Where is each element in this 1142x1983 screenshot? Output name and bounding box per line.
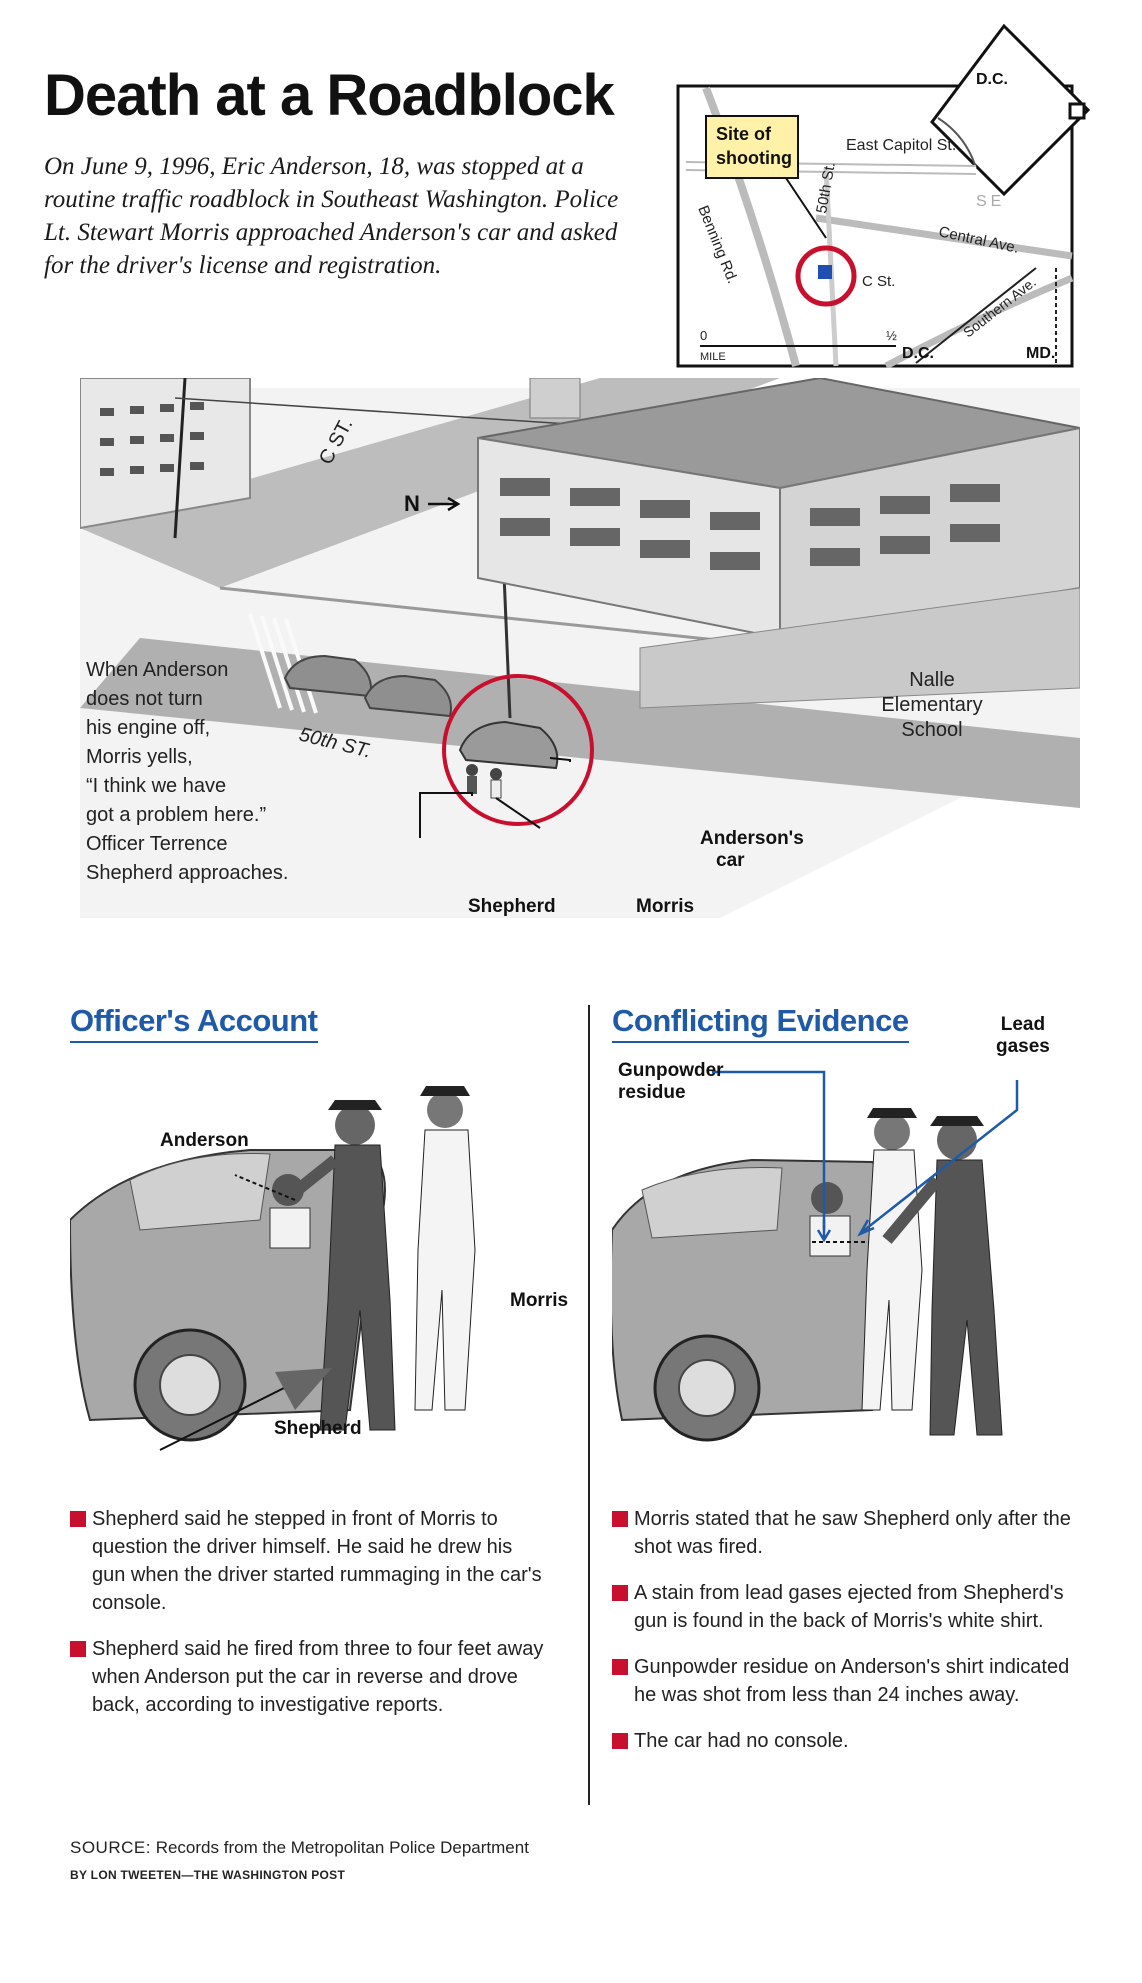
- school-label-line-3: School: [901, 719, 962, 741]
- scene-caption-line: When Anderson: [86, 659, 229, 681]
- utility-pole: [173, 378, 187, 539]
- scene-caption: When Anderson does not turn his engine o…: [86, 656, 416, 888]
- street-label-c-st: C St.: [862, 273, 895, 290]
- north-label: N: [404, 491, 420, 516]
- scale-half: ½: [886, 328, 897, 343]
- conflicting-evidence-heading: Conflicting Evidence: [612, 1003, 909, 1043]
- byline: BY LON TWEETEN—THE WASHINGTON POST: [70, 1868, 346, 1882]
- list-item: Shepherd said he stepped in front of Mor…: [70, 1505, 550, 1617]
- scene-caption-line: Morris yells,: [86, 746, 193, 768]
- page-title: Death at a Roadblock: [44, 63, 615, 128]
- dc-region-label: D.C.: [902, 345, 934, 362]
- north-arrow-icon: [428, 496, 461, 512]
- scene-caption-line: Officer Terrence: [86, 833, 228, 855]
- label-line: Lead: [1000, 1014, 1046, 1035]
- label-shepherd: Shepherd: [274, 1418, 362, 1439]
- bullet-square-icon: [612, 1511, 628, 1527]
- label-line: Gunpowder: [618, 1060, 724, 1081]
- point-text: Gunpowder residue on Anderson's shirt in…: [634, 1656, 1070, 1706]
- point-text: The car had no console.: [634, 1730, 849, 1752]
- column-divider: [588, 1005, 590, 1805]
- md-region-label: MD.: [1026, 345, 1055, 362]
- intro-paragraph: On June 9, 1996, Eric Anderson, 18, was …: [44, 153, 619, 279]
- parked-car: [363, 674, 452, 718]
- officer-figures: [466, 764, 502, 799]
- callout-line: car: [716, 850, 745, 871]
- anderson-figure: [811, 1182, 843, 1214]
- point-text: Shepherd said he stepped in front of Mor…: [92, 1508, 542, 1614]
- andersons-car: [458, 720, 559, 770]
- officers-account-points: Shepherd said he stepped in front of Mor…: [70, 1505, 550, 1737]
- site-label-line-1: Site of: [716, 124, 772, 144]
- site-label-line-2: shooting: [716, 148, 792, 168]
- highlight-circle: [442, 674, 594, 826]
- source-credit: SOURCE: Records from the Metropolitan Po…: [70, 1838, 529, 1858]
- list-item: The car had no console.: [612, 1727, 1082, 1755]
- lead-gases-leader-line: [861, 1080, 1019, 1233]
- source-text: Records from the Metropolitan Police Dep…: [155, 1838, 529, 1857]
- label-line: residue: [618, 1082, 686, 1103]
- bullet-square-icon: [612, 1585, 628, 1601]
- school-label-line-2: Elementary: [881, 694, 982, 716]
- locator-map: D.C. Site of shooting East Capitol St. 5…: [676, 23, 1091, 368]
- site-circle: [795, 245, 857, 307]
- source-label: SOURCE:: [70, 1838, 151, 1857]
- motion-arrow-icon: [275, 1368, 332, 1410]
- morris-callout: Morris: [636, 896, 695, 917]
- scene-caption-line: Shepherd approaches.: [86, 862, 289, 884]
- conflicting-evidence-points: Morris stated that he saw Shepherd only …: [612, 1505, 1082, 1773]
- point-text: A stain from lead gases ejected from She…: [634, 1582, 1064, 1632]
- point-text: Shepherd said he fired from three to fou…: [92, 1638, 544, 1716]
- bullet-square-icon: [70, 1511, 86, 1527]
- scene-caption-line: does not turn: [86, 688, 203, 710]
- roadblock-scene-illustration: N C ST. 50th ST. Nalle Elementary School: [80, 378, 1080, 918]
- point-text: Morris stated that he saw Shepherd only …: [634, 1508, 1071, 1558]
- school-building: [477, 378, 1080, 709]
- list-item: Gunpowder residue on Anderson's shirt in…: [612, 1653, 1082, 1709]
- callout-line: Anderson's: [700, 828, 804, 849]
- label-line: gases: [996, 1036, 1050, 1057]
- scale-unit: MILE: [700, 351, 726, 363]
- shepherd-officer-figure: [281, 1100, 396, 1431]
- dc-inset-label: D.C.: [976, 71, 1008, 88]
- officers-account-illustration: [70, 1086, 476, 1451]
- morris-officer-figure: [861, 1108, 923, 1411]
- apartment-building: [80, 378, 251, 530]
- conflicting-evidence-illustration: [612, 1070, 1019, 1442]
- list-item: Shepherd said he fired from three to fou…: [70, 1635, 550, 1719]
- bullet-square-icon: [70, 1641, 86, 1657]
- lead-gases-arrow-icon: [857, 1219, 875, 1237]
- officers-account-heading: Officer's Account: [70, 1003, 318, 1043]
- residue-leader-line: [712, 1070, 826, 1230]
- site-marker: [818, 265, 832, 279]
- scene-caption-line: got a problem here.”: [86, 804, 267, 826]
- label-gunpowder-residue: Gunpowder residue: [618, 1060, 724, 1104]
- school-label-line-1: Nalle: [909, 669, 955, 691]
- scale-zero: 0: [700, 328, 707, 343]
- morris-officer-figure: [414, 1086, 476, 1411]
- scene-caption-line: his engine off,: [86, 717, 211, 739]
- andersons-car-callout: Anderson's car: [700, 828, 804, 872]
- list-item: Morris stated that he saw Shepherd only …: [612, 1505, 1082, 1561]
- residue-arrow-icon: [816, 1220, 832, 1243]
- site-label-box: [705, 115, 799, 179]
- bullet-square-icon: [612, 1733, 628, 1749]
- label-morris: Morris: [510, 1290, 569, 1311]
- label-lead-gases: Lead gases: [996, 1014, 1050, 1058]
- label-anderson: Anderson: [160, 1130, 249, 1151]
- bullet-square-icon: [612, 1659, 628, 1675]
- dc-inset-diamond: [930, 23, 1091, 197]
- list-item: A stain from lead gases ejected from She…: [612, 1579, 1082, 1635]
- quadrant-label: SE: [976, 193, 1005, 210]
- shepherd-callout: Shepherd: [468, 896, 556, 917]
- scene-caption-line: “I think we have: [86, 775, 227, 797]
- street-label-east-capitol: East Capitol St.: [846, 137, 956, 154]
